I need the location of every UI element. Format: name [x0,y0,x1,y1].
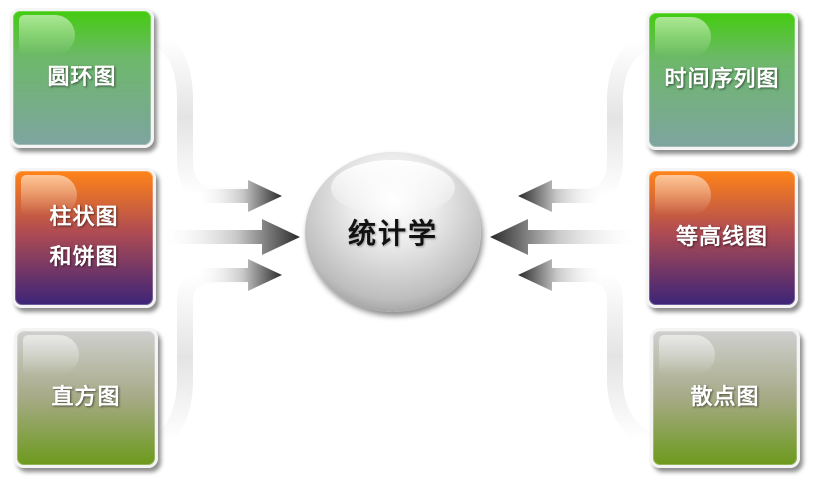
node-time-series-chart-label: 时间序列图 [664,67,780,92]
arrow-contour [490,219,640,255]
node-time-series-chart[interactable]: 时间序列图 [646,10,798,150]
connector-scatter [550,266,651,447]
center-node-statistics[interactable]: 统计学 [305,152,481,312]
arrow-histogram [195,259,282,291]
arrow-ring [195,180,282,212]
node-bar-and-pie-chart-label-line2: 和饼图 [49,245,119,270]
node-scatter-plot[interactable]: 散点图 [650,328,800,468]
node-histogram[interactable]: 直方图 [14,328,158,468]
node-bar-and-pie-chart[interactable]: 柱状图 和饼图 [12,168,156,308]
connector-timeseries [550,34,649,204]
node-contour-chart[interactable]: 等高线图 [646,168,798,308]
node-ring-chart-label: 圆环图 [47,65,117,90]
arrow-timeseries [518,180,605,212]
node-scatter-plot-label: 散点图 [690,385,760,410]
center-node-label: 统计学 [347,217,438,250]
connector-histogram [156,267,250,447]
arrow-scatter [518,259,605,291]
node-contour-chart-label: 等高线图 [675,225,768,250]
node-ring-chart[interactable]: 圆环图 [10,8,154,148]
arrow-barpie [160,219,300,255]
node-histogram-label: 直方图 [51,385,121,410]
node-bar-and-pie-chart-label-line1: 柱状图 [49,205,119,230]
connector-ring [155,33,250,203]
